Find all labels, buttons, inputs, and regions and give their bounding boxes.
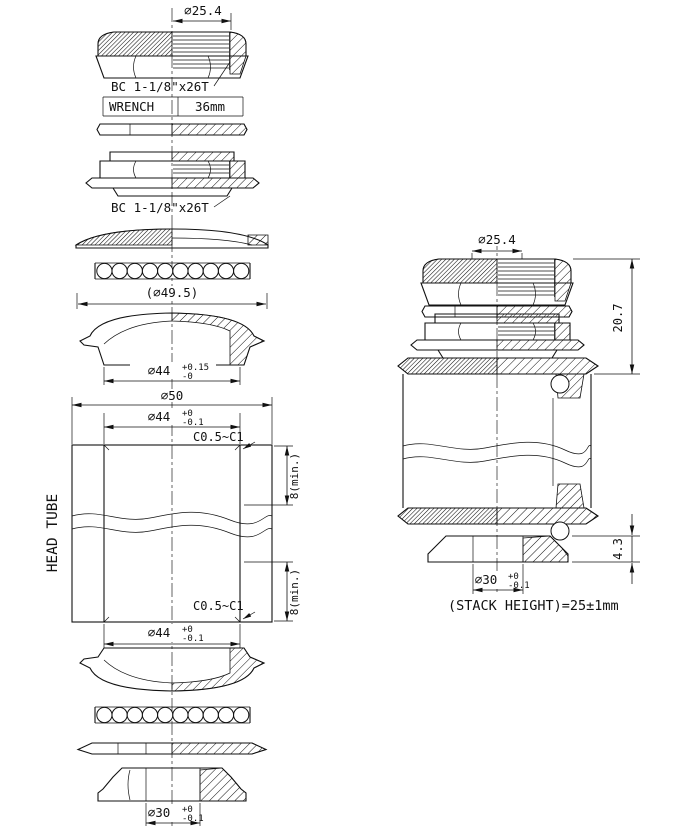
dim-crown-race-dia-right: ∅30 +0 -0.1 xyxy=(460,564,534,594)
callout-thread-spec-locknut: BC 1-1/8"x26T xyxy=(111,195,231,215)
exploded-view xyxy=(71,31,273,802)
lower-washer xyxy=(76,742,268,755)
lower-head-cup xyxy=(79,647,266,692)
dim-crown-race-dia-left: ∅30 +0 -0.1 xyxy=(136,803,216,826)
dim-bore-top-tol-upper: +0 xyxy=(182,409,193,419)
upper-head-cup xyxy=(79,312,266,366)
dim-retainer-od: (∅49.5) xyxy=(76,285,268,309)
assembled-lower-flange xyxy=(397,507,599,525)
dim-bore-bottom: ∅44 +0 -0.1 xyxy=(103,624,241,648)
head-tube-label: HEAD TUBE xyxy=(45,494,61,573)
assembled-top-nut xyxy=(420,258,574,306)
thread-spec-locknut-label: BC 1-1/8"x26T xyxy=(111,200,209,215)
dim-upper-stack-label: 20.7 xyxy=(611,304,625,333)
thread-spec-top-label: BC 1-1/8"x26T xyxy=(111,79,209,94)
dim-steerer-dia-left-label: ∅25.4 xyxy=(184,3,222,18)
dim-bore-bottom-tol-upper: +0 xyxy=(182,625,193,635)
callout-chamfer-bottom: C0.5~C1 xyxy=(193,599,256,620)
wrench-spec-table: WRENCH 36mm xyxy=(102,96,244,117)
dim-steerer-dia-right: ∅25.4 xyxy=(471,232,523,259)
dim-bore-depth-bottom: 8(min.) xyxy=(244,561,301,622)
callout-thread-spec-top: BC 1-1/8"x26T xyxy=(111,61,231,94)
dim-crown-race-dia-left-label: ∅30 xyxy=(148,805,171,820)
dim-cup-press-tol-upper: +0.15 xyxy=(182,363,209,373)
dim-crown-race-tol-upper-left: +0 xyxy=(182,805,193,815)
chamfer-bottom-label: C0.5~C1 xyxy=(193,599,244,613)
bearing-ball-lower xyxy=(550,521,570,541)
wrench-size-value: 36mm xyxy=(195,99,225,114)
dim-steerer-dia-left: ∅25.4 xyxy=(173,3,232,30)
dim-retainer-od-label: (∅49.5) xyxy=(146,285,199,300)
dim-cup-press-dia-label: ∅44 xyxy=(148,363,171,378)
dim-bore-top: ∅44 +0 -0.1 xyxy=(103,408,241,444)
assembled-head-tube xyxy=(402,373,592,509)
dim-cup-press-tol-lower: -0 xyxy=(182,372,193,382)
head-tube-section xyxy=(71,444,273,623)
dim-bore-bottom-label: ∅44 xyxy=(148,625,171,640)
top-adjusting-nut xyxy=(95,31,249,79)
dim-cup-press-dia: ∅44 +0.15 -0 xyxy=(103,362,241,385)
bearing-ball-upper xyxy=(550,374,570,394)
assembled-crown-race xyxy=(427,535,569,563)
ball-retainer xyxy=(94,262,251,280)
chamfer-top-label: C0.5~C1 xyxy=(193,430,244,444)
dim-lower-stack: 4.3 xyxy=(572,514,640,584)
dim-lower-stack-label: 4.3 xyxy=(611,538,625,560)
dim-bore-bottom-tol-lower: -0.1 xyxy=(182,634,204,644)
dim-bore-top-tol-lower: -0.1 xyxy=(182,418,204,428)
stack-height-note: (STACK HEIGHT)=25±1mm xyxy=(448,598,619,614)
dim-crown-race-tol-upper-right: +0 xyxy=(508,572,519,582)
dim-steerer-dia-right-label: ∅25.4 xyxy=(478,232,516,247)
crown-race xyxy=(97,767,247,802)
dim-headtube-od: ∅50 xyxy=(71,388,273,444)
dim-headtube-od-label: ∅50 xyxy=(161,388,184,403)
assembled-locknut xyxy=(410,313,585,359)
dim-crown-race-tol-lower-left: -0.1 xyxy=(182,814,204,824)
dim-bore-depth-top-label: 8(min.) xyxy=(288,453,301,499)
wrench-label: WRENCH xyxy=(109,99,154,114)
dim-bore-depth-top: 8(min.) xyxy=(244,445,301,506)
dim-crown-race-dia-right-label: ∅30 xyxy=(475,572,498,587)
dim-bore-depth-bottom-label: 8(min.) xyxy=(288,569,301,615)
assembled-upper-flange xyxy=(397,357,599,375)
dim-bore-top-label: ∅44 xyxy=(148,409,171,424)
dim-upper-stack: 20.7 xyxy=(573,258,640,375)
locknut xyxy=(85,151,260,197)
lock-washer xyxy=(74,228,269,249)
head-tube-title: HEAD TUBE xyxy=(45,494,61,573)
ball-retainer-lower xyxy=(94,706,251,724)
callout-chamfer-top: C0.5~C1 xyxy=(193,430,256,450)
stack-height-note-label: (STACK HEIGHT)=25±1mm xyxy=(448,598,619,614)
dim-crown-race-tol-lower-right: -0.1 xyxy=(508,581,530,591)
assembled-view xyxy=(397,258,599,563)
slotted-washer xyxy=(96,123,248,136)
